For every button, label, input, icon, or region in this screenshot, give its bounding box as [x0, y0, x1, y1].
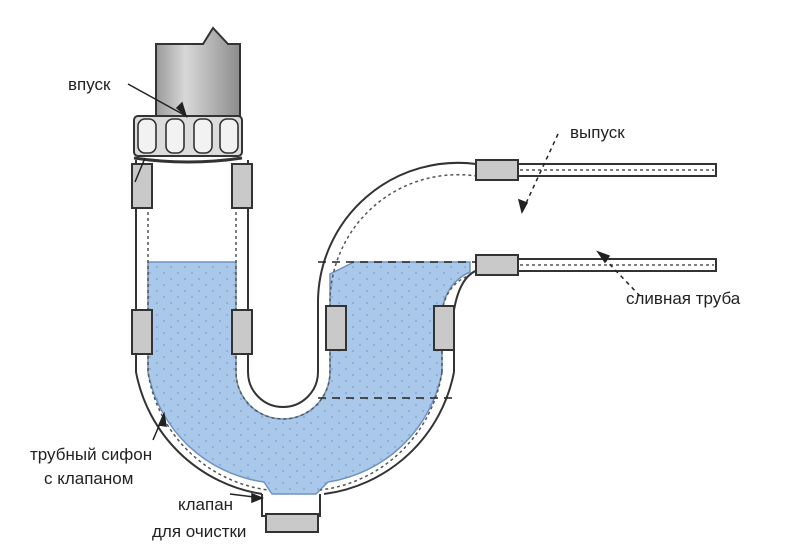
label-valve-line2: для очистки [152, 522, 246, 541]
drain-pipe [475, 254, 717, 276]
label-outlet: выпуск [570, 123, 625, 142]
leader-lines [127, 83, 641, 504]
label-drain-pipe: сливная труба [626, 289, 741, 308]
label-valve-line1: клапан [178, 495, 233, 514]
label-siphon-line1: трубный сифон [30, 445, 152, 464]
outlet-pipe [475, 159, 717, 181]
cleaning-valve-plug [265, 513, 319, 533]
water-level-lines [318, 261, 476, 399]
coupling-nut [133, 115, 243, 164]
pipe-fittings [131, 163, 455, 355]
label-siphon-line2: с клапаном [44, 469, 133, 488]
inlet-pipe [155, 26, 241, 117]
label-inlet: впуск [68, 75, 111, 94]
